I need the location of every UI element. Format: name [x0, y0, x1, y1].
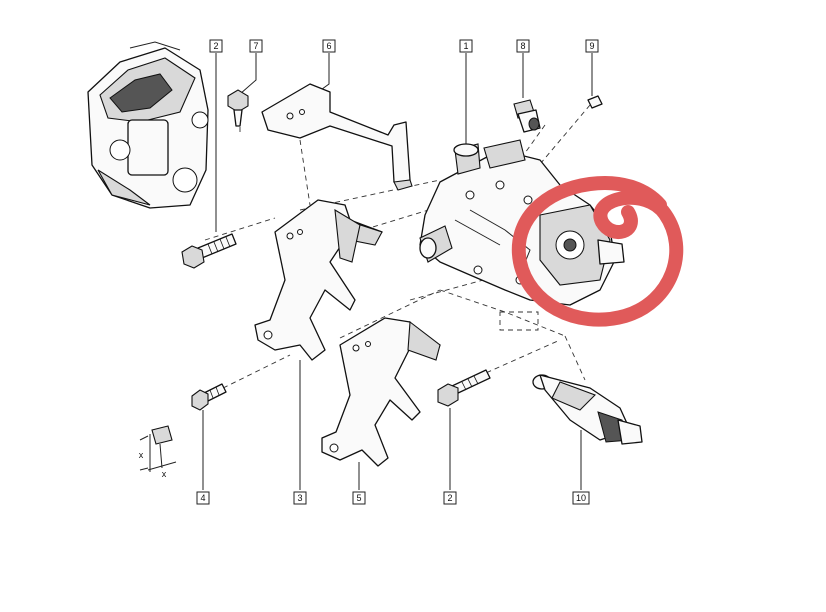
glyph-axis-x: x	[162, 469, 167, 479]
pin-part-9	[587, 95, 603, 109]
engine-thumbnail	[87, 41, 209, 209]
callout-4: 4	[196, 491, 210, 505]
bolt-part-2-lower	[437, 369, 491, 407]
bracket-part-6	[261, 83, 413, 191]
svg-text:7: 7	[253, 41, 258, 51]
svg-text:9: 9	[589, 41, 594, 51]
callout-8: 8	[516, 39, 530, 53]
callout-9: 9	[585, 39, 599, 53]
svg-text:1: 1	[463, 41, 468, 51]
callout-2-lower: 2	[443, 491, 457, 505]
callout-2-upper: 2	[209, 39, 223, 53]
callout-5: 5	[352, 491, 366, 505]
valve-part-10	[532, 374, 643, 445]
bolt-dimension-glyph: x x	[139, 425, 177, 479]
svg-text:2: 2	[447, 493, 452, 503]
bolt-part-4	[191, 383, 227, 411]
callout-7: 7	[249, 39, 263, 53]
bolt-part-7	[227, 89, 249, 127]
bracket-part-5	[321, 317, 441, 467]
sensor-part-8	[513, 99, 541, 133]
highlight-circle	[511, 176, 684, 327]
callout-3: 3	[293, 491, 307, 505]
svg-text:4: 4	[200, 493, 205, 503]
callout-6: 6	[322, 39, 336, 53]
svg-text:3: 3	[297, 493, 302, 503]
bolt-part-2-upper	[181, 233, 237, 269]
callout-10: 10	[572, 491, 590, 505]
glyph-axis-y: x	[139, 450, 144, 460]
svg-text:6: 6	[326, 41, 331, 51]
svg-text:10: 10	[576, 493, 586, 503]
svg-text:8: 8	[520, 41, 525, 51]
bracket-part-3	[254, 199, 383, 361]
svg-text:5: 5	[356, 493, 361, 503]
svg-text:2: 2	[213, 41, 218, 51]
callout-1: 1	[459, 39, 473, 53]
